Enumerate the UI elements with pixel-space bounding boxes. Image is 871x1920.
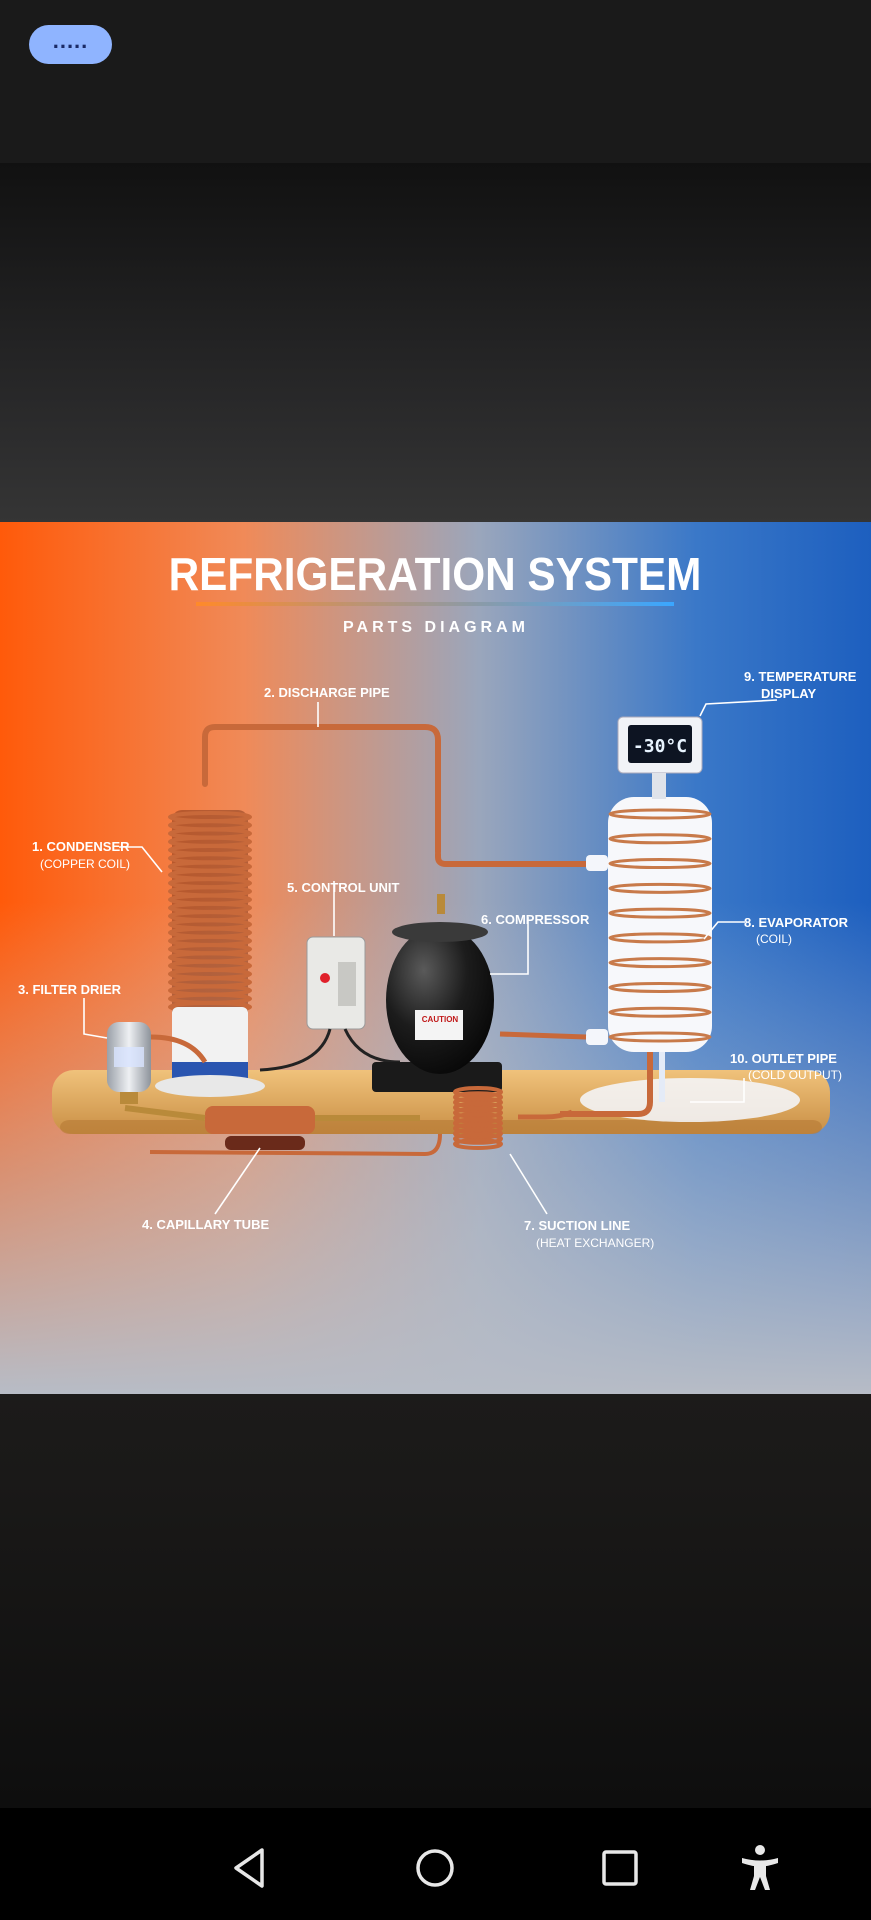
label-suction-line-sub: (HEAT EXCHANGER): [536, 1236, 654, 1250]
discharge-pipe: [202, 724, 593, 867]
label-suction-line: 7. SUCTION LINE: [524, 1218, 631, 1233]
coil-ring: [608, 882, 712, 894]
coil-ring: [453, 1112, 503, 1124]
coil-ring: [453, 1132, 503, 1145]
label-outlet-pipe-sub: (COLD OUTPUT): [748, 1068, 842, 1082]
label-control-unit: 5. CONTROL UNIT: [287, 880, 399, 895]
viewer-shade: [0, 163, 871, 523]
label-condenser-sub: (COPPER COIL): [40, 857, 130, 871]
title-underline: [196, 602, 674, 606]
recents-button[interactable]: [598, 1846, 642, 1890]
status-bar: .....: [0, 0, 871, 163]
diagram-svg: REFRIGERATION SYSTEM PARTS DIAGRAM: [0, 522, 871, 1394]
coil-ring: [453, 1117, 503, 1130]
label-outlet-pipe: 10. OUTLET PIPE: [730, 1051, 837, 1066]
coil-ring: [608, 957, 712, 969]
label-filter-drier: 3. FILTER DRIER: [18, 982, 122, 997]
coil-ring: [453, 1091, 503, 1104]
control-unit: [259, 936, 401, 1072]
coil-ring: [608, 833, 712, 845]
coil-ring: [453, 1101, 503, 1114]
coil-ring: [453, 1122, 503, 1135]
suction-line-coil: [453, 1086, 573, 1150]
label-capillary-tube: 4. CAPILLARY TUBE: [142, 1217, 269, 1232]
coil-ring: [608, 932, 712, 944]
filter-drier: [107, 1022, 208, 1104]
evaporator-coil: [499, 797, 712, 1117]
diagram-image[interactable]: REFRIGERATION SYSTEM PARTS DIAGRAM: [0, 522, 871, 1394]
home-icon: [416, 1849, 454, 1887]
coil-ring: [453, 1127, 503, 1140]
coil-ring: [608, 1006, 712, 1018]
home-button[interactable]: [413, 1846, 457, 1890]
accessibility-button[interactable]: [738, 1845, 782, 1890]
compressor-sticker: CAUTION: [422, 1015, 459, 1024]
temperature-display: -30°C: [617, 716, 703, 799]
coil-ring: [608, 808, 712, 820]
label-temperature-display-sub: DISPLAY: [761, 686, 816, 701]
accessibility-icon: [742, 1845, 778, 1890]
coil-ring: [453, 1106, 503, 1119]
label-evaporator-sub: (COIL): [756, 932, 792, 946]
coil-ring: [608, 907, 712, 919]
label-condenser: 1. CONDENSER: [32, 839, 130, 854]
recents-icon: [602, 1850, 638, 1886]
diagram-subtitle: PARTS DIAGRAM: [343, 619, 529, 636]
coil-ring: [608, 981, 712, 993]
status-pill[interactable]: .....: [29, 25, 112, 64]
coil-ring: [608, 1031, 712, 1043]
label-discharge-pipe: 2. DISCHARGE PIPE: [264, 685, 390, 700]
coil-ring: [453, 1096, 503, 1109]
navigation-bar: [0, 1808, 871, 1920]
leader-lines: [83, 699, 778, 1215]
label-compressor: 6. COMPRESSOR: [481, 912, 590, 927]
coil-ring: [608, 858, 712, 870]
labels: 1. CONDENSER (COPPER COIL) 2. DISCHARGE …: [18, 669, 857, 1250]
compressor: CAUTION: [372, 894, 502, 1092]
coil-ring: [453, 1138, 503, 1150]
condenser-coil: [155, 810, 265, 1097]
temperature-reading: -30°C: [633, 736, 687, 757]
label-evaporator: 8. EVAPORATOR: [744, 915, 849, 930]
back-button[interactable]: [228, 1846, 272, 1890]
capillary-tube: [124, 1105, 442, 1157]
back-icon: [234, 1848, 264, 1888]
label-temperature-display: 9. TEMPERATURE: [744, 669, 857, 684]
coil-ring: [453, 1086, 503, 1098]
diagram-title: REFRIGERATION SYSTEM: [169, 549, 702, 600]
status-indicator: .....: [52, 27, 89, 53]
